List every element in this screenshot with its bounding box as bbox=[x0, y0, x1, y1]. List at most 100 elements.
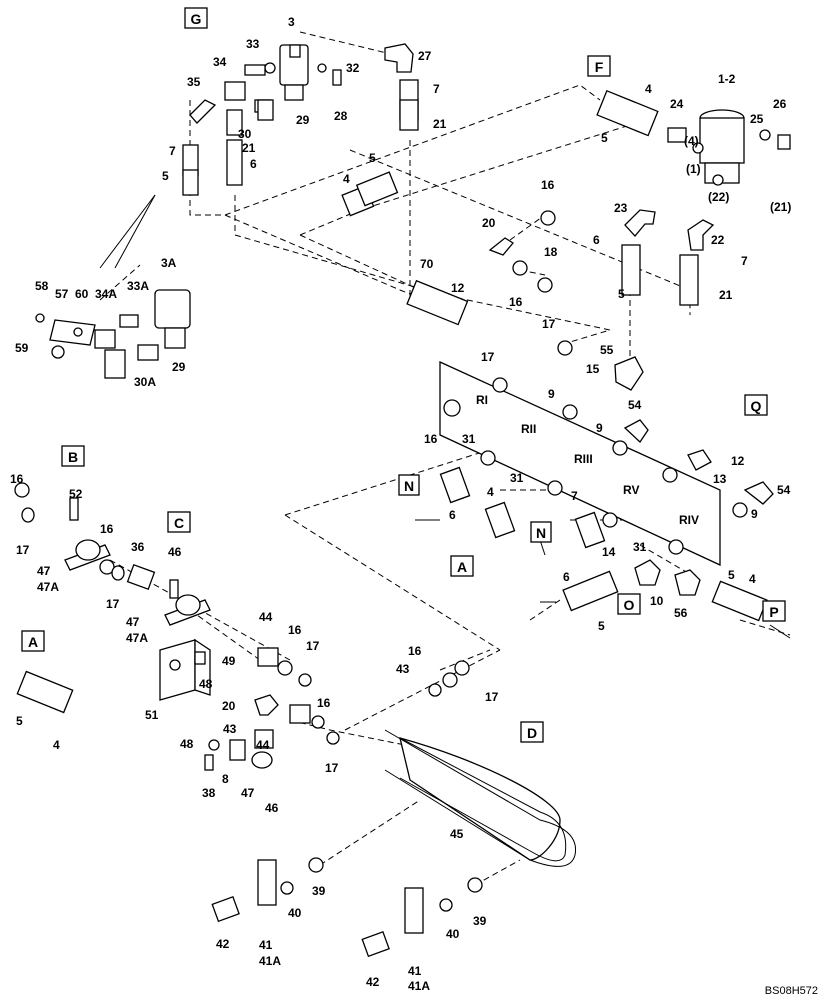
view-label-b: B bbox=[68, 449, 78, 465]
part-number-label: 4 bbox=[645, 82, 652, 96]
part-number-label: 52 bbox=[69, 487, 83, 501]
part-number-label: 21 bbox=[433, 117, 447, 131]
view-label-g: G bbox=[191, 11, 202, 27]
part-number-label: 17 bbox=[325, 761, 339, 775]
part-number-label: 29 bbox=[296, 113, 310, 127]
part-number-label: 12 bbox=[451, 281, 465, 295]
part-number-label: 5 bbox=[16, 714, 23, 728]
part-number-label: 47 bbox=[37, 564, 51, 578]
part-number-label: (1) bbox=[686, 162, 701, 176]
part-number-label: 23 bbox=[614, 201, 628, 215]
part-number-label: 21 bbox=[719, 288, 733, 302]
part-number-label: 7 bbox=[741, 254, 748, 268]
view-label-f: F bbox=[595, 59, 604, 75]
part-number-label: 45 bbox=[450, 827, 464, 841]
part-number-label: 22 bbox=[711, 233, 725, 247]
part-number-label: 44 bbox=[256, 738, 270, 752]
part-number-label: 39 bbox=[473, 914, 487, 928]
part-number-label: 40 bbox=[446, 927, 460, 941]
part-number-label: (22) bbox=[708, 190, 729, 204]
part-number-label: 26 bbox=[773, 97, 787, 111]
view-label-o: O bbox=[624, 597, 635, 613]
part-number-label: 32 bbox=[346, 61, 360, 75]
part-number-label: RV bbox=[623, 483, 639, 497]
view-label-boxes bbox=[21, 7, 786, 743]
part-number-label: 58 bbox=[35, 279, 49, 293]
part-number-label: 28 bbox=[334, 109, 348, 123]
part-number-label: RII bbox=[521, 422, 536, 436]
part-number-label: 4 bbox=[749, 572, 756, 586]
part-number-label: 46 bbox=[265, 801, 279, 815]
part-number-label: 40 bbox=[288, 906, 302, 920]
part-number-label: RI bbox=[476, 393, 488, 407]
part-number-label: 18 bbox=[544, 245, 558, 259]
part-number-label: (4) bbox=[684, 134, 699, 148]
part-number-label: 4 bbox=[53, 738, 60, 752]
part-number-label: 5 bbox=[728, 568, 735, 582]
part-number-label: 56 bbox=[674, 606, 688, 620]
part-number-label: 3 bbox=[288, 15, 295, 29]
part-number-label: 16 bbox=[424, 432, 438, 446]
part-number-label: 17 bbox=[16, 543, 30, 557]
part-number-label: 9 bbox=[751, 507, 758, 521]
part-number-label: 47A bbox=[37, 580, 59, 594]
part-number-label: 47 bbox=[126, 615, 140, 629]
part-number-label: 30 bbox=[238, 127, 252, 141]
part-number-label: 27 bbox=[418, 49, 432, 63]
part-number-label: 17 bbox=[306, 639, 320, 653]
part-number-label: 7 bbox=[433, 82, 440, 96]
part-number-label: 29 bbox=[172, 360, 186, 374]
part-number-label: 51 bbox=[145, 708, 159, 722]
part-number-label: 10 bbox=[650, 594, 664, 608]
view-label-n: N bbox=[404, 478, 414, 494]
part-number-label: 9 bbox=[548, 387, 555, 401]
part-number-label: 5 bbox=[162, 169, 169, 183]
part-number-label: 25 bbox=[750, 112, 764, 126]
part-number-label: 46 bbox=[168, 545, 182, 559]
part-number-label: 43 bbox=[396, 662, 410, 676]
part-number-label: 42 bbox=[366, 975, 380, 989]
part-number-label: 9 bbox=[596, 421, 603, 435]
part-number-label: 41 bbox=[408, 964, 422, 978]
part-number-label: 16 bbox=[541, 178, 555, 192]
part-number-label: 20 bbox=[222, 699, 236, 713]
part-number-label: 20 bbox=[482, 216, 496, 230]
part-number-label: 48 bbox=[199, 677, 213, 691]
part-number-label: 15 bbox=[586, 362, 600, 376]
part-number-label: 12 bbox=[731, 454, 745, 468]
part-number-label: 41A bbox=[408, 979, 430, 993]
part-number-label: 39 bbox=[312, 884, 326, 898]
part-number-label: 4 bbox=[487, 485, 494, 499]
part-number-label: 16 bbox=[100, 522, 114, 536]
view-label-n: N bbox=[536, 525, 546, 541]
part-number-label: 35 bbox=[187, 75, 201, 89]
part-number-label: 70 bbox=[420, 257, 434, 271]
part-number-label: 49 bbox=[222, 654, 236, 668]
part-number-label: 41 bbox=[259, 938, 273, 952]
part-number-label: 16 bbox=[317, 696, 331, 710]
part-number-label: 33 bbox=[246, 37, 260, 51]
part-number-label: 34 bbox=[213, 55, 227, 69]
part-number-label: 6 bbox=[593, 233, 600, 247]
part-number-label: 3A bbox=[161, 256, 177, 270]
part-number-label: 16 bbox=[10, 472, 24, 486]
part-number-label: 4 bbox=[343, 172, 350, 186]
part-number-label: 6 bbox=[250, 157, 257, 171]
part-number-label: 5 bbox=[601, 131, 608, 145]
view-label-p: P bbox=[769, 604, 778, 620]
drawing-code: BS08H572 bbox=[765, 985, 818, 997]
view-label-a: A bbox=[28, 634, 38, 650]
part-number-label: 6 bbox=[449, 508, 456, 522]
part-number-label: 31 bbox=[633, 540, 647, 554]
part-number-label: 57 bbox=[55, 287, 69, 301]
part-number-label: 31 bbox=[510, 471, 524, 485]
part-number-label: 41A bbox=[259, 954, 281, 968]
part-number-label: 8 bbox=[222, 772, 229, 786]
part-number-label: 17 bbox=[542, 317, 556, 331]
part-number-label: (21) bbox=[770, 200, 791, 214]
part-number-label: RIV bbox=[679, 513, 699, 527]
part-number-label: 44 bbox=[259, 610, 273, 624]
